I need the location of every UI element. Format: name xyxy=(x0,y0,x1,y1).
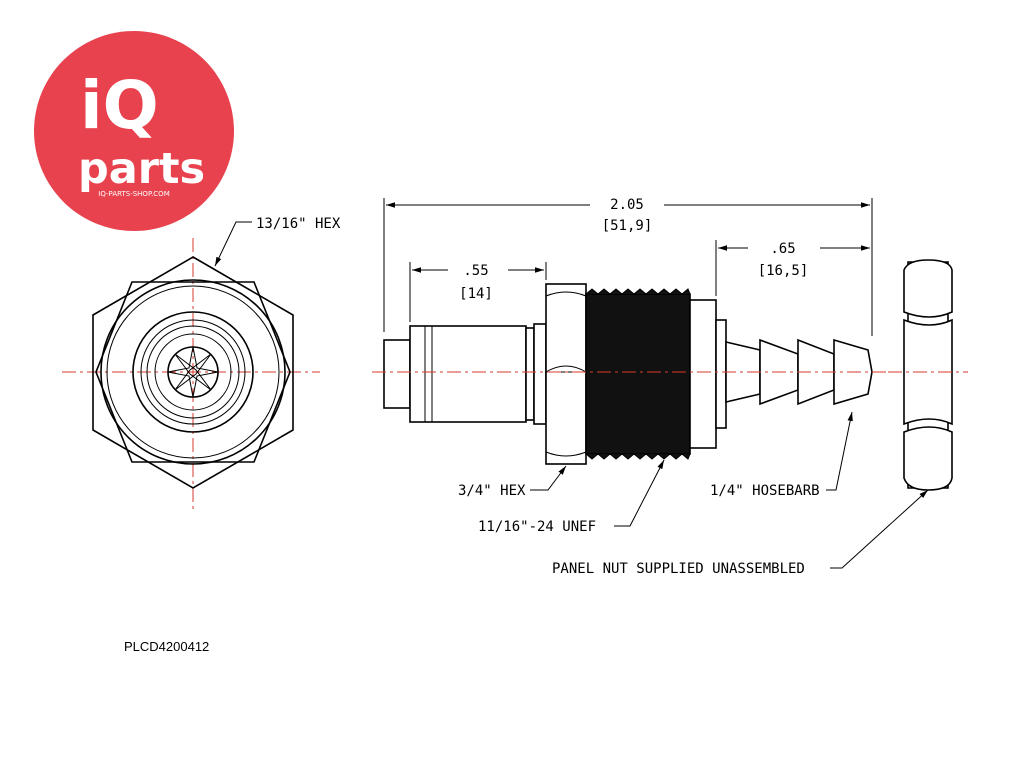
collar xyxy=(689,299,717,449)
logo-brand-top: iQ xyxy=(80,67,159,144)
callout-panel-nut: PANEL NUT SUPPLIED UNASSEMBLED xyxy=(552,489,929,577)
logo-url: IQ-PARTS-SHOP.COM xyxy=(98,190,169,198)
dim-overall-mm: [51,9] xyxy=(602,218,653,234)
dim-overall-inch: 2.05 xyxy=(610,197,644,213)
logo-circle xyxy=(34,31,234,231)
end-view: 13/16" HEX xyxy=(62,216,341,510)
side-view xyxy=(372,283,888,465)
callout-thread-text: 11/16"-24 UNEF xyxy=(478,519,596,535)
dimension-nose: .55 [14] xyxy=(409,262,547,322)
dim-barb-mm: [16,5] xyxy=(758,263,809,279)
dimension-overall: 2.05 [51,9] xyxy=(383,197,873,336)
callout-3-4-hex: 3/4" HEX xyxy=(458,465,567,499)
iq-parts-logo: iQ parts IQ-PARTS-SHOP.COM xyxy=(34,31,234,231)
hex-3-4 xyxy=(545,283,587,465)
nose-tip xyxy=(383,339,411,409)
panel-nut xyxy=(888,259,968,491)
callout-thread: 11/16"-24 UNEF xyxy=(478,459,665,535)
coupling-body xyxy=(409,325,527,423)
part-code: PLCD4200412 xyxy=(124,639,210,654)
logo-brand-bottom: parts xyxy=(78,144,205,194)
callout-3-4-hex-text: 3/4" HEX xyxy=(458,483,526,499)
thread-section xyxy=(585,293,691,455)
callout-13-16-hex: 13/16" HEX xyxy=(256,216,341,232)
callout-panel-nut-text: PANEL NUT SUPPLIED UNASSEMBLED xyxy=(552,561,805,577)
dim-nose-inch: .55 xyxy=(463,263,488,279)
dim-barb-inch: .65 xyxy=(770,241,795,257)
callout-hosebarb: 1/4" HOSEBARB xyxy=(710,411,853,499)
hex-outline xyxy=(92,256,294,489)
dim-nose-mm: [14] xyxy=(459,286,493,302)
dimension-barb: .65 [16,5] xyxy=(715,240,870,296)
callout-hosebarb-text: 1/4" HOSEBARB xyxy=(710,483,820,499)
